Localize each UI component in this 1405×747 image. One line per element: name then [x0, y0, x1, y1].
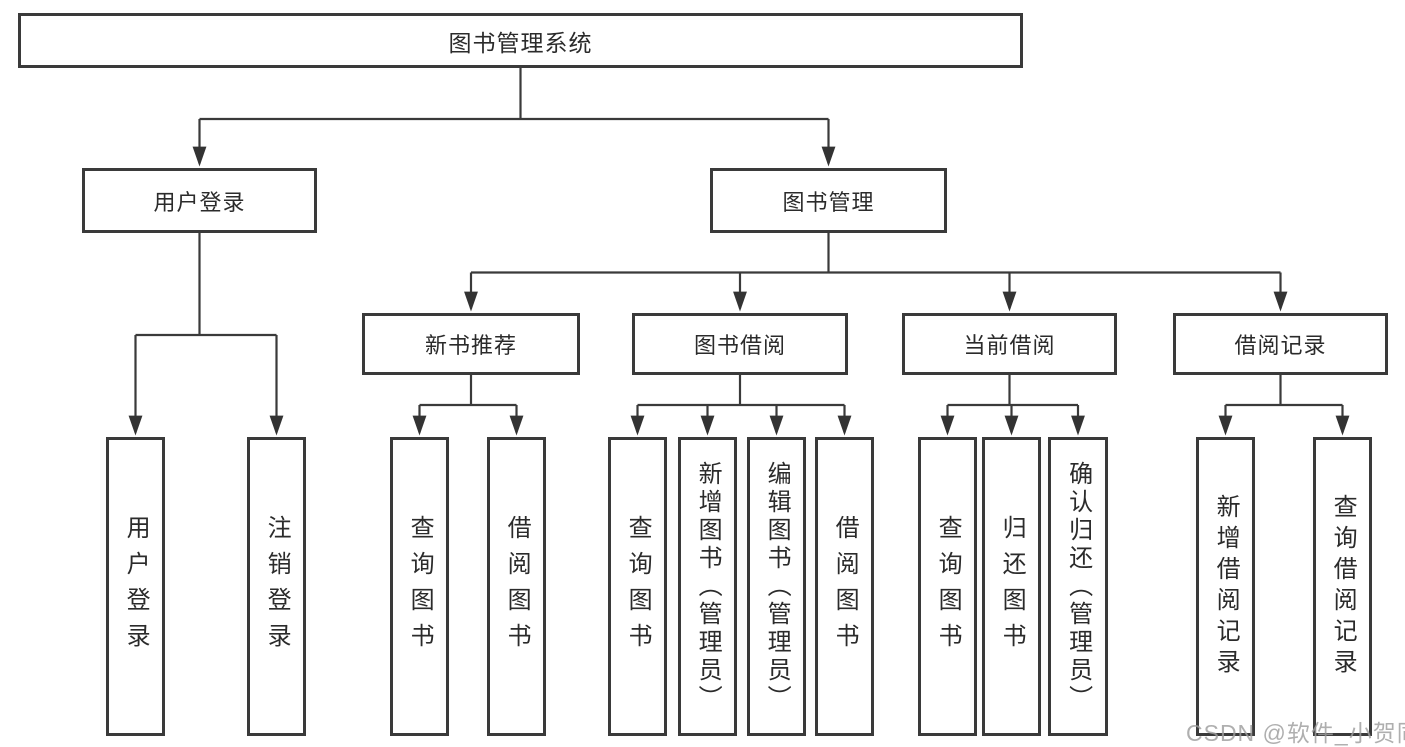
leaf-label: 查询借阅记录 [1329, 493, 1357, 680]
node-borrowing-records: 借阅记录 [1173, 313, 1388, 375]
node-leaf-recommend-borrow-books: 借阅图书 [487, 437, 546, 736]
node-current-borrowing: 当前借阅 [902, 313, 1117, 375]
node-leaf-borrowing-add-books-admin: 新增图书（管理员） [678, 437, 737, 736]
node-book-borrowing: 图书借阅 [632, 313, 848, 375]
node-leaf-borrowing-borrow-books: 借阅图书 [815, 437, 874, 736]
node-leaf-records-query-record: 查询借阅记录 [1313, 437, 1372, 736]
node-leaf-user-login: 用户登录 [106, 437, 165, 736]
leaf-label: 借阅图书 [831, 514, 859, 659]
leaf-label: 归还图书 [998, 514, 1026, 659]
leaf-label: 新增借阅记录 [1212, 493, 1240, 680]
node-user-login: 用户登录 [82, 168, 317, 233]
leaf-label: 确认归还（管理员） [1064, 460, 1092, 713]
leaf-label: 查询图书 [624, 514, 652, 659]
leaf-label: 借阅图书 [503, 514, 531, 659]
leaf-label: 新增图书（管理员） [694, 460, 722, 713]
leaf-label: 编辑图书（管理员） [763, 460, 791, 713]
node-leaf-borrowing-edit-books-admin: 编辑图书（管理员） [747, 437, 806, 736]
node-library-management-system: 图书管理系统 [18, 13, 1023, 68]
node-leaf-recommend-query-books: 查询图书 [390, 437, 449, 736]
node-leaf-current-query-books: 查询图书 [918, 437, 977, 736]
node-new-book-recommend: 新书推荐 [362, 313, 580, 375]
node-leaf-current-confirm-return-admin: 确认归还（管理员） [1048, 437, 1108, 736]
leaf-label: 注销登录 [263, 514, 291, 659]
leaf-label: 查询图书 [406, 514, 434, 659]
csdn-watermark: CSDN @软件_小贺同学 [1186, 720, 1405, 746]
node-leaf-logout: 注销登录 [247, 437, 306, 736]
leaf-label: 用户登录 [122, 514, 150, 659]
node-leaf-records-add-record: 新增借阅记录 [1196, 437, 1255, 736]
node-book-management: 图书管理 [710, 168, 947, 233]
node-leaf-current-return-books: 归还图书 [982, 437, 1041, 736]
node-leaf-borrowing-query-books: 查询图书 [608, 437, 667, 736]
leaf-label: 查询图书 [934, 514, 962, 659]
